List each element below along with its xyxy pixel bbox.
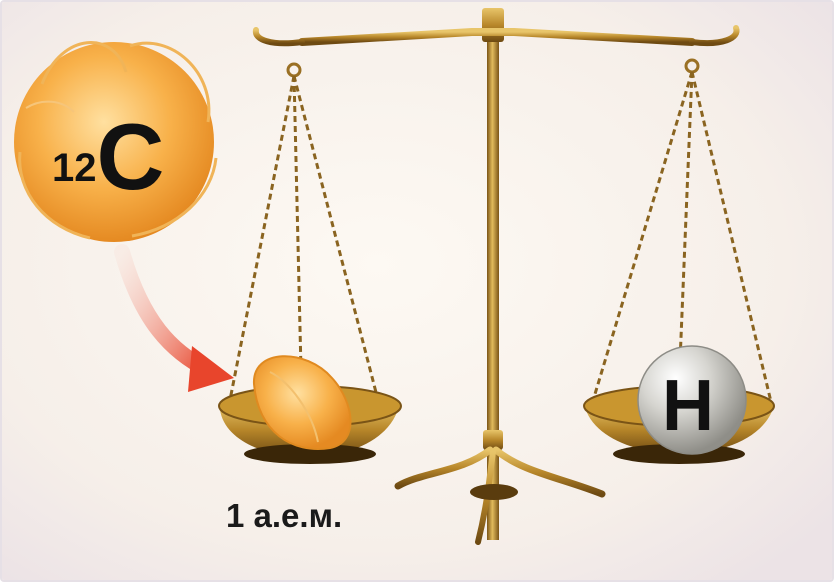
hydrogen-symbol: H [662,370,714,442]
atomic-mass-unit-label: 1 а.е.м. [226,499,342,532]
carbon-mass-number: 12 [52,146,97,190]
carbon-symbol: C [97,104,163,209]
carbon-isotope-label: 12C [52,104,162,198]
